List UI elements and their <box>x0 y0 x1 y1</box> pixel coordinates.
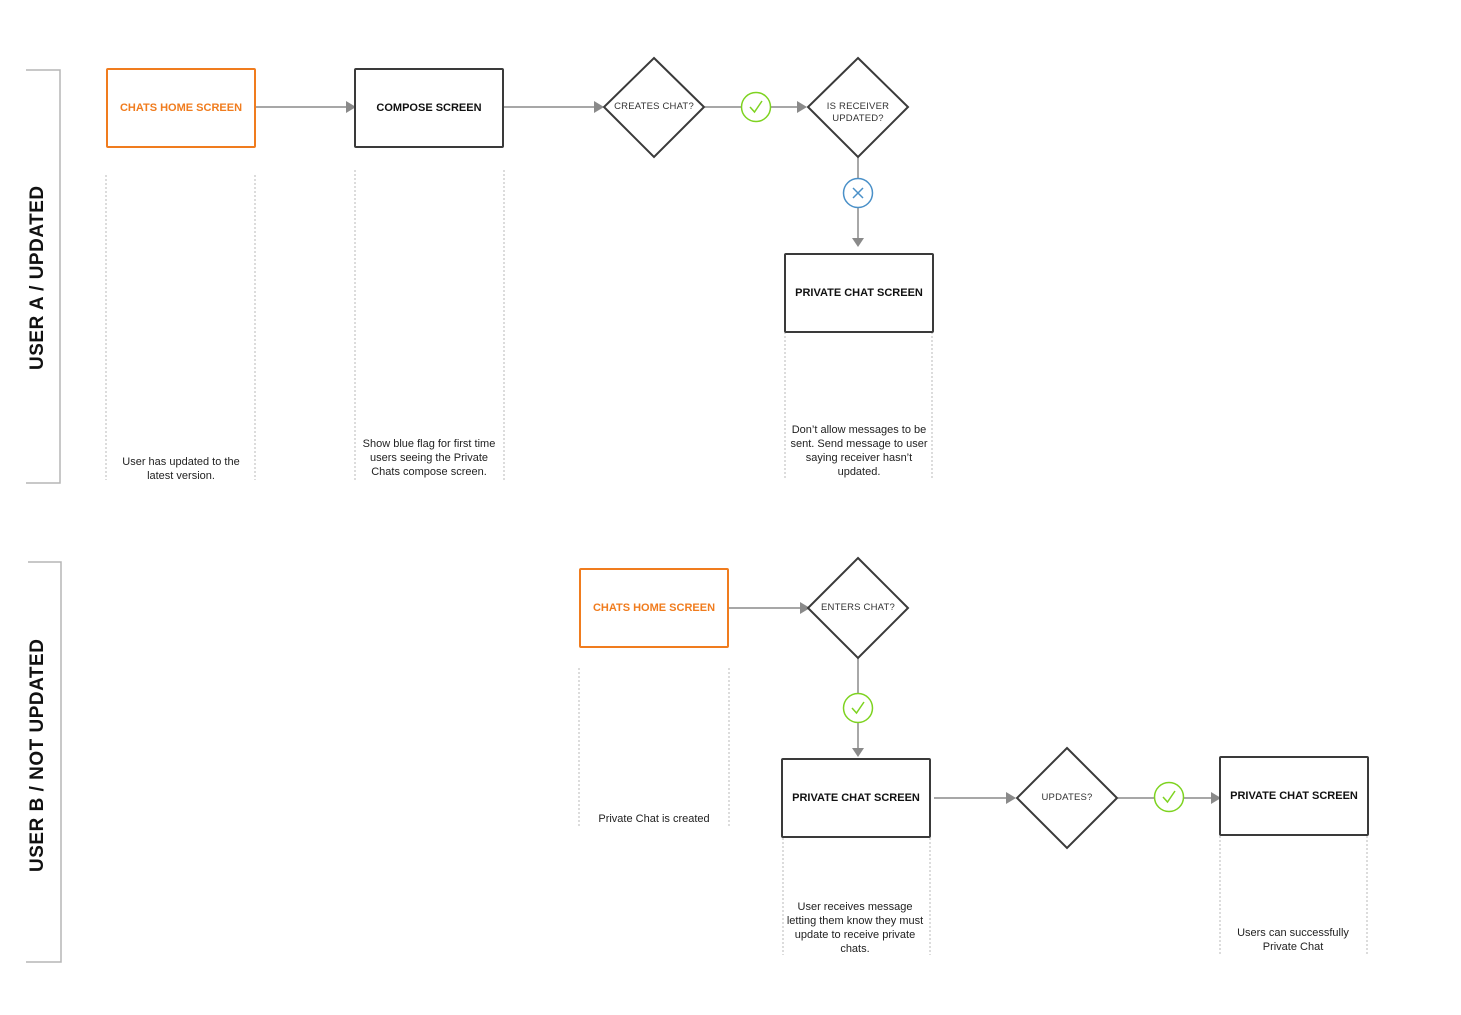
arrowhead <box>852 238 864 247</box>
decision-label-updates: UPDATES? <box>1041 792 1093 803</box>
note-chats-home-b: Private Chat is created <box>598 813 710 825</box>
diamond-enters-chat <box>806 556 910 660</box>
lane-b-bracket <box>26 561 62 963</box>
node-label: PRIVATE CHAT SCREEN <box>1230 790 1358 802</box>
node-label: PRIVATE CHAT SCREEN <box>795 287 923 299</box>
node-label: COMPOSE SCREEN <box>376 102 482 114</box>
lane-label-user-b: USER B / NOT UPDATED <box>27 638 48 872</box>
diamond-is-receiver-updated <box>806 56 910 159</box>
arrowhead <box>852 748 864 757</box>
decision-label-creates-chat: CREATES CHAT? <box>614 101 694 112</box>
arrowhead <box>797 101 807 113</box>
connectors-lane-b <box>729 602 1221 804</box>
decision-label-enters-chat: ENTERS CHAT? <box>820 602 895 613</box>
diamond-updates <box>1015 746 1119 850</box>
arrowhead <box>800 602 810 614</box>
check-icon <box>740 91 772 123</box>
arrowhead <box>346 101 356 113</box>
compose-screen-node[interactable]: COMPOSE SCREEN <box>354 68 504 148</box>
x-icon <box>842 177 874 209</box>
private-chat-screen-node-b-final[interactable]: PRIVATE CHAT SCREEN <box>1219 756 1369 836</box>
node-label: CHATS HOME SCREEN <box>592 602 716 614</box>
private-chat-screen-node-b[interactable]: PRIVATE CHAT SCREEN <box>781 758 931 838</box>
guide-lines-lane-a <box>105 170 933 480</box>
decision-label-is-receiver-updated: IS RECEIVER UPDATED? <box>826 101 890 124</box>
note-private-chat-a: Don’t allow messages to be sent. Send me… <box>790 424 928 478</box>
note-private-chat-b-final: Users can successfully Private Chat <box>1237 927 1349 953</box>
lane-label-user-a: USER A / UPDATED <box>27 185 48 370</box>
diamond-creates-chat <box>602 56 706 159</box>
node-label: PRIVATE CHAT SCREEN <box>792 792 920 804</box>
arrowhead <box>594 101 604 113</box>
node-label: CHATS HOME SCREEN <box>119 102 243 114</box>
decision-diamonds <box>602 56 1119 850</box>
arrowhead <box>1211 792 1221 804</box>
note-compose-screen: Show blue flag for first time users seei… <box>362 438 496 478</box>
connectors-lane-a <box>256 101 864 247</box>
guide-lines-lane-b <box>578 668 1368 955</box>
check-icon <box>842 692 874 724</box>
chats-home-screen-node-a[interactable]: CHATS HOME SCREEN <box>106 68 256 148</box>
note-chats-home-a: User has updated to the latest version. <box>122 456 240 482</box>
note-private-chat-b: User receives message letting them know … <box>786 901 924 955</box>
chats-home-screen-node-b[interactable]: CHATS HOME SCREEN <box>579 568 729 648</box>
private-chat-screen-node-a[interactable]: PRIVATE CHAT SCREEN <box>784 253 934 333</box>
arrowhead <box>1006 792 1016 804</box>
check-icon <box>1153 781 1185 813</box>
lane-a-bracket <box>26 69 61 484</box>
